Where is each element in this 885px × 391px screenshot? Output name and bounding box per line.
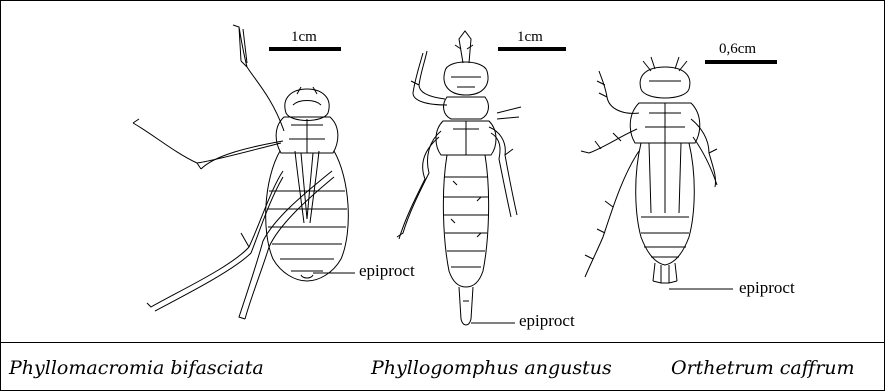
callout-label-2: epiproct: [519, 311, 575, 331]
larva-phyllogomphus: [397, 31, 521, 325]
caption-phyllomacromia: Phyllomacromia bifasciata: [9, 346, 264, 390]
larva-orthetrum: [581, 57, 717, 283]
callout-label-3: epiproct: [739, 278, 795, 298]
larva-phyllomacromia: [133, 25, 348, 319]
scale-label-3: 0,6cm: [719, 41, 756, 58]
caption-phyllogomphus: Phyllogomphus angustus: [371, 346, 612, 390]
caption-divider: [1, 342, 884, 343]
callout-label-1: epiproct: [359, 261, 415, 281]
scale-label-1: 1cm: [291, 29, 317, 46]
scale-label-2: 1cm: [517, 29, 543, 46]
caption-orthetrum: Orthetrum caffrum: [671, 346, 855, 390]
